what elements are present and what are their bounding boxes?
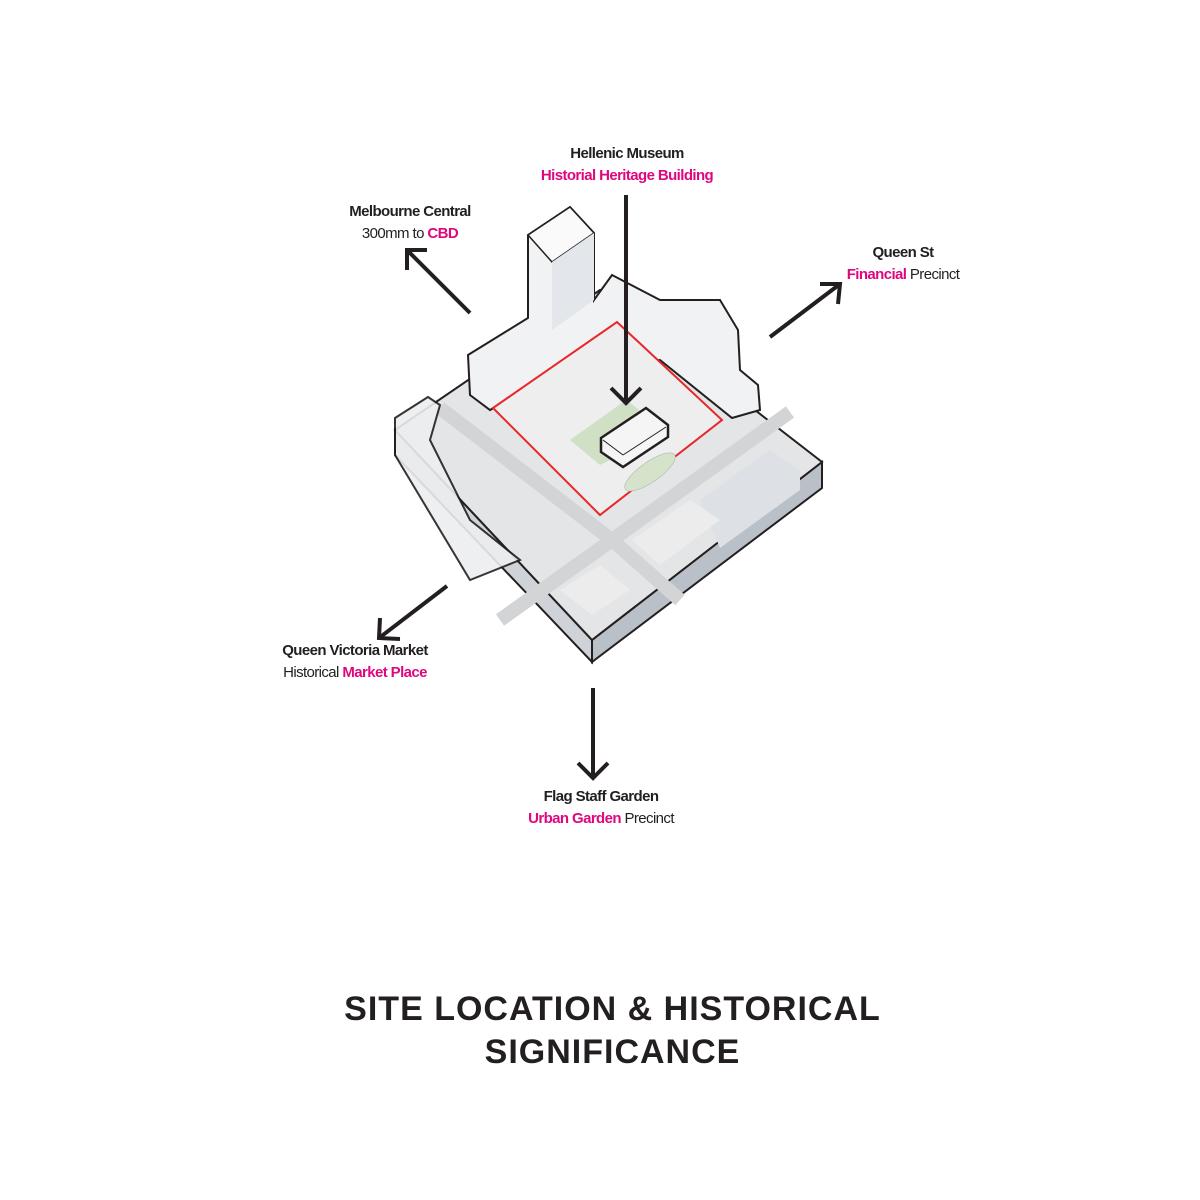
melbourne-central-name: Melbourne Central — [349, 203, 471, 220]
melbourne-central-prefix: 300mm to — [361, 225, 428, 242]
label-queen-st: Queen St Financial Precinct — [847, 242, 960, 286]
label-melbourne-central: Melbourne Central 300mm to CBD — [349, 201, 471, 245]
label-flagstaff-garden: Flag Staff Garden Urban Garden Precinct — [528, 786, 674, 830]
hellenic-museum-building — [599, 406, 670, 469]
title-line-1: SITE LOCATION & HISTORICAL — [344, 990, 881, 1028]
qvm-highlight: Market Place — [342, 664, 427, 681]
hellenic-museum-name: Hellenic Museum — [570, 145, 684, 162]
arrow-hellenic-museum — [609, 195, 643, 406]
flagstaff-highlight: Urban Garden — [528, 810, 621, 827]
title-line-2: SIGNIFICANCE — [484, 1033, 741, 1071]
qvm-prefix: Historical — [283, 664, 343, 681]
arrow-queen-st — [768, 282, 843, 339]
queen-st-name: Queen St — [872, 244, 934, 261]
streets — [435, 402, 795, 626]
arrow-melbourne-central — [405, 248, 472, 315]
flagstaff-suffix: Precinct — [620, 810, 675, 827]
flagstaff-name: Flag Staff Garden — [543, 788, 659, 805]
queen-st-suffix: Precinct — [906, 266, 960, 283]
queen-st-highlight: Financial — [846, 266, 907, 283]
garden-bed — [624, 452, 676, 492]
surrounding-buildings — [394, 205, 800, 615]
label-hellenic-museum: Hellenic Museum Historial Heritage Build… — [540, 143, 714, 187]
melbourne-central-highlight: CBD — [427, 225, 459, 242]
qvm-name: Queen Victoria Market — [282, 642, 428, 659]
hellenic-museum-highlight: Historial Heritage Building — [540, 167, 714, 184]
arrow-flagstaff-garden — [576, 688, 610, 781]
arrow-queen-victoria-market — [376, 584, 449, 641]
direction-arrows — [376, 195, 843, 781]
page-title: SITE LOCATION & HISTORICAL SIGNIFICANCE — [0, 988, 1200, 1074]
label-queen-victoria-market: Queen Victoria Market Historical Market … — [282, 640, 428, 684]
